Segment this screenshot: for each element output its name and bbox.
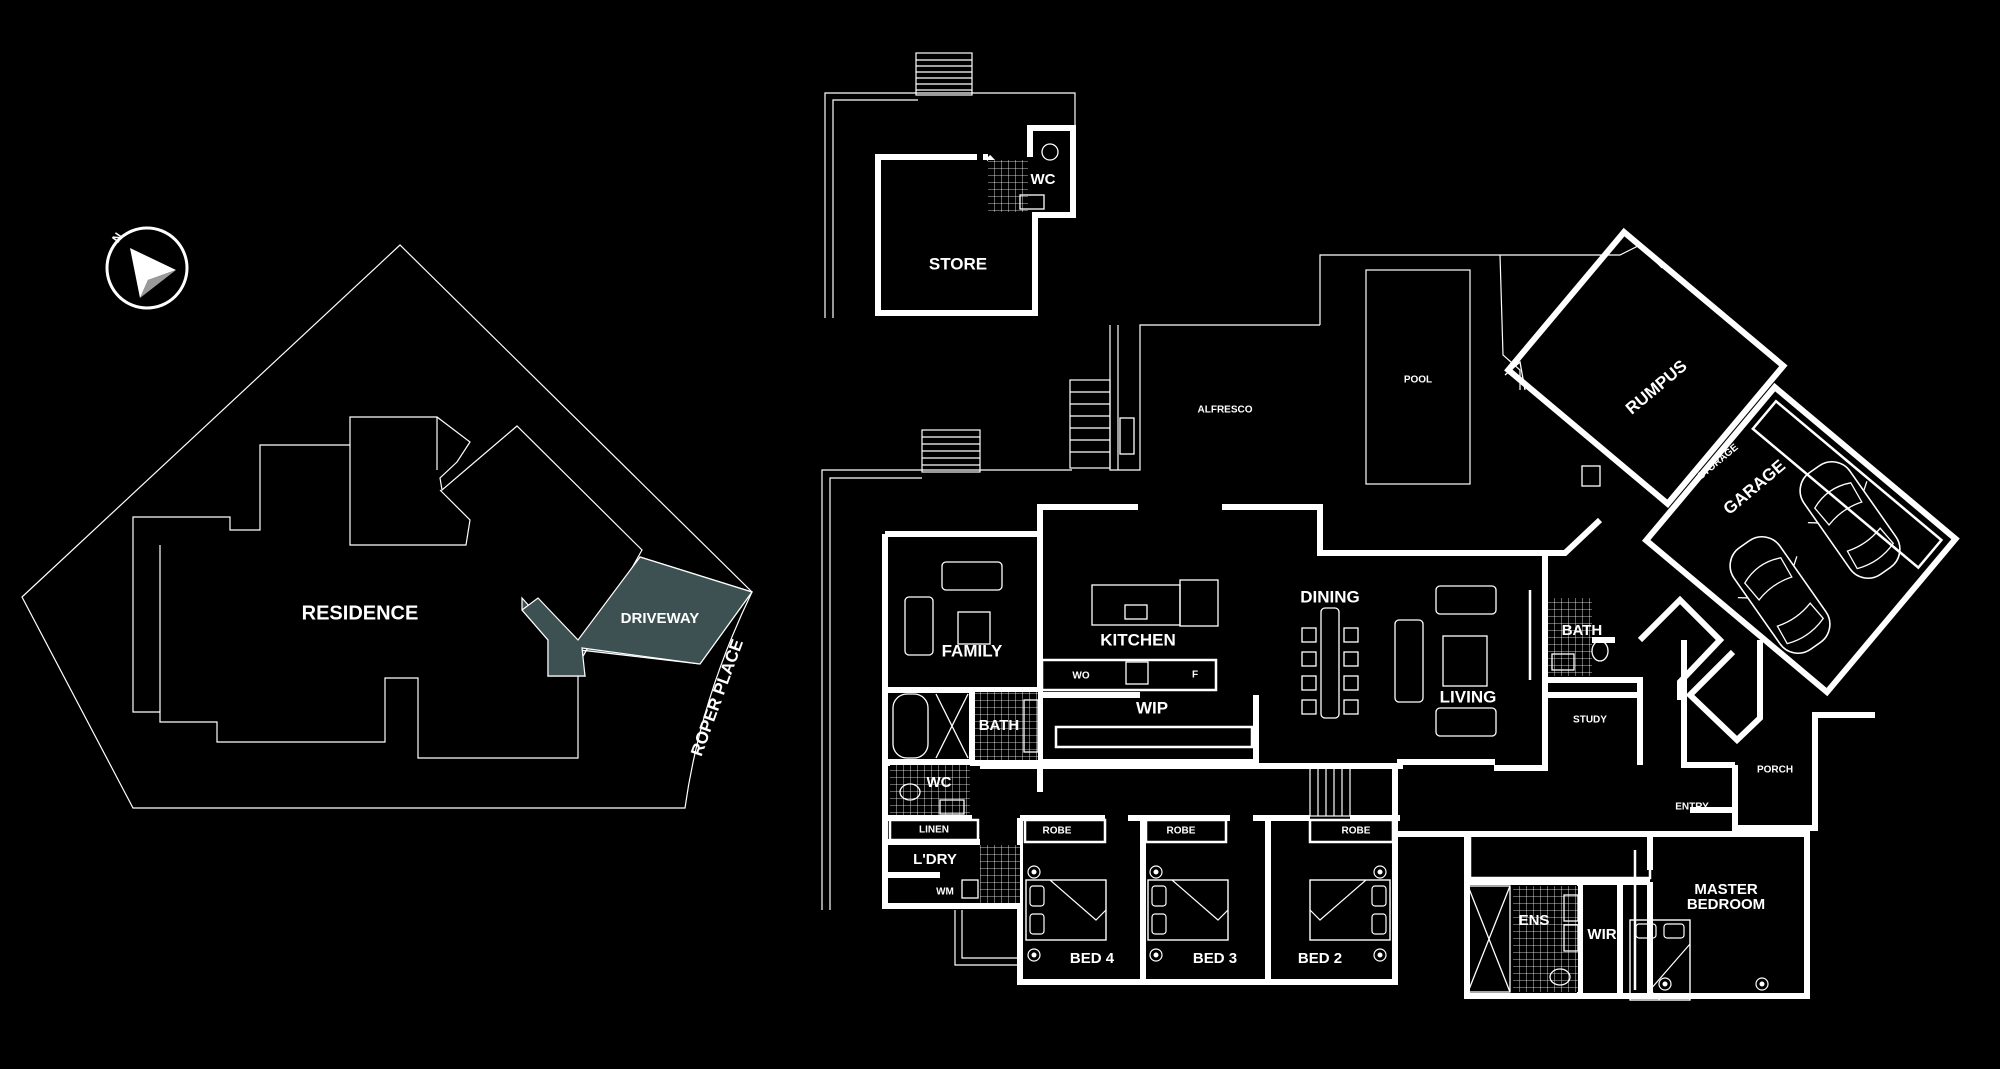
room-label-family: FAMILY: [942, 641, 1003, 660]
room-label-bed2: BED 2: [1298, 950, 1342, 967]
room-label-wc-top: WC: [1031, 171, 1056, 188]
room-label-garage: GARAGE: [1720, 456, 1789, 519]
room-label-bed3: BED 3: [1193, 950, 1237, 967]
residence-outline: [132, 416, 643, 759]
room-label-study: STUDY: [1573, 715, 1607, 726]
room-label-wc-west: WC: [927, 774, 952, 791]
room-label-wo: WO: [1072, 671, 1089, 682]
room-label-wm: WM: [936, 887, 954, 898]
room-label-robe-2: ROBE: [1342, 826, 1371, 837]
room-label-store: STORE: [929, 254, 987, 273]
driveway-label: DRIVEWAY: [621, 610, 700, 627]
floor-plan-right: STORE WC ALFRESCO POOL RUMPUS STORAGE GA…: [821, 52, 1960, 1001]
room-label-rumpus: RUMPUS: [1622, 356, 1691, 418]
room-label-wip: WIP: [1136, 698, 1168, 717]
room-label-robe-4: ROBE: [1043, 826, 1072, 837]
room-label-wir: WIR: [1587, 926, 1616, 943]
room-label-bath-east: BATH: [1562, 622, 1603, 639]
room-label-f: F: [1192, 670, 1198, 681]
room-label-robe-3: ROBE: [1167, 826, 1196, 837]
room-label-dining: DINING: [1300, 587, 1360, 606]
room-label-master-1: MASTER: [1694, 881, 1758, 898]
room-label-alfresco: ALFRESCO: [1198, 405, 1253, 416]
room-label-linen: LINEN: [919, 825, 949, 836]
room-label-bed4: BED 4: [1070, 950, 1115, 967]
room-label-kitchen: KITCHEN: [1100, 630, 1176, 649]
site-plan: N RESIDENCE DRIVEWAY ROPER PLACE: [21, 226, 753, 809]
room-label-ens: ENS: [1519, 912, 1550, 929]
room-label-bath-west: BATH: [979, 717, 1020, 734]
room-label-ldry: L'DRY: [913, 851, 957, 868]
room-label-living: LIVING: [1440, 687, 1497, 706]
residence-label: RESIDENCE: [302, 602, 419, 624]
room-label-porch: PORCH: [1757, 765, 1793, 776]
room-label-pool: POOL: [1404, 375, 1432, 386]
room-label-entry: ENTRY: [1675, 802, 1709, 813]
north-arrow-icon: N: [105, 226, 189, 310]
site-boundary: [21, 244, 753, 809]
room-label-master-2: BEDROOM: [1687, 896, 1765, 913]
compass-label: N: [109, 230, 125, 245]
